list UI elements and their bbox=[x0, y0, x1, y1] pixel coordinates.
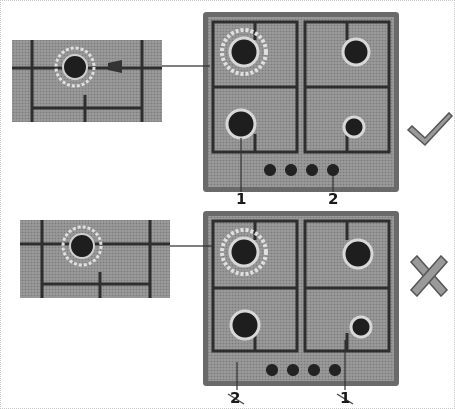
checkmark-icon bbox=[408, 113, 452, 145]
top-label-2: 2 bbox=[328, 190, 338, 208]
top-burner-small bbox=[344, 117, 364, 137]
top-burner-medium-left bbox=[227, 110, 255, 138]
top-label-1: 1 bbox=[236, 190, 246, 208]
top-hob bbox=[203, 12, 399, 192]
bottom-label-strike-marks bbox=[228, 394, 353, 404]
top-burner-medium-right bbox=[343, 39, 369, 65]
top-detail-inset bbox=[12, 40, 210, 122]
cross-icon bbox=[411, 256, 447, 296]
bottom-burner-small bbox=[351, 317, 371, 337]
bottom-burner-medium-right bbox=[344, 240, 372, 268]
bottom-label-1: 1 bbox=[340, 389, 350, 407]
bottom-burner-medium-left bbox=[231, 311, 259, 339]
top-burner-large bbox=[222, 30, 266, 74]
bottom-label-2: 2 bbox=[230, 389, 240, 407]
bottom-detail-inset bbox=[20, 220, 213, 298]
bottom-hob bbox=[203, 211, 399, 390]
bottom-burner-large bbox=[222, 230, 266, 274]
